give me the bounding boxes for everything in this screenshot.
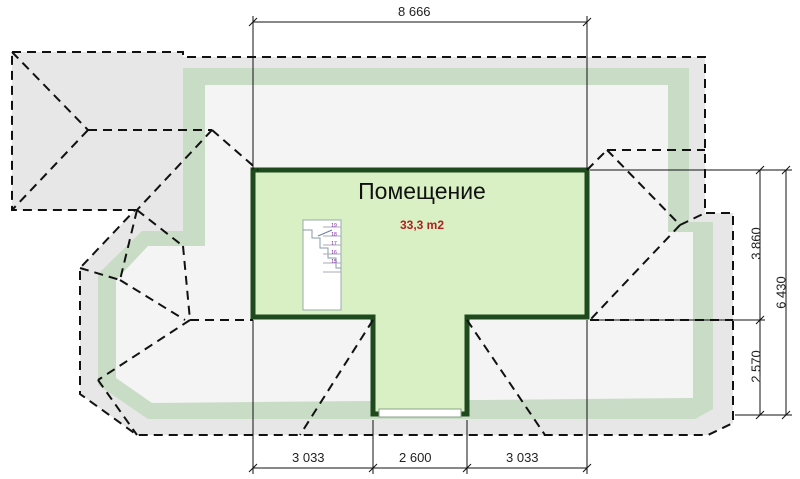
stair-step-label: 15 <box>331 259 337 265</box>
dimension-lines <box>248 16 792 474</box>
dimension-bottom-left: 3 033 <box>292 450 325 465</box>
stair-step-labels: 19 18 17 16 15 <box>327 222 341 267</box>
stair <box>302 219 342 311</box>
room-name: Помещение <box>358 178 486 204</box>
room-area: 33,3 m2 <box>399 218 445 232</box>
door-opening <box>378 408 462 418</box>
dimension-top: 8 666 <box>398 4 431 19</box>
dimension-bottom-right: 3 033 <box>506 450 539 465</box>
stair-step-label: 18 <box>331 232 337 238</box>
stair-step-label: 19 <box>331 223 337 229</box>
dimension-right-upper: 3 860 <box>748 227 764 260</box>
dimension-bottom-mid: 2 600 <box>399 450 432 465</box>
dimension-right-lower: 2 570 <box>748 350 764 383</box>
stair-step-label: 16 <box>331 250 337 256</box>
dimension-right-total: 6 430 <box>773 276 789 309</box>
stair-step-label: 17 <box>331 241 337 247</box>
